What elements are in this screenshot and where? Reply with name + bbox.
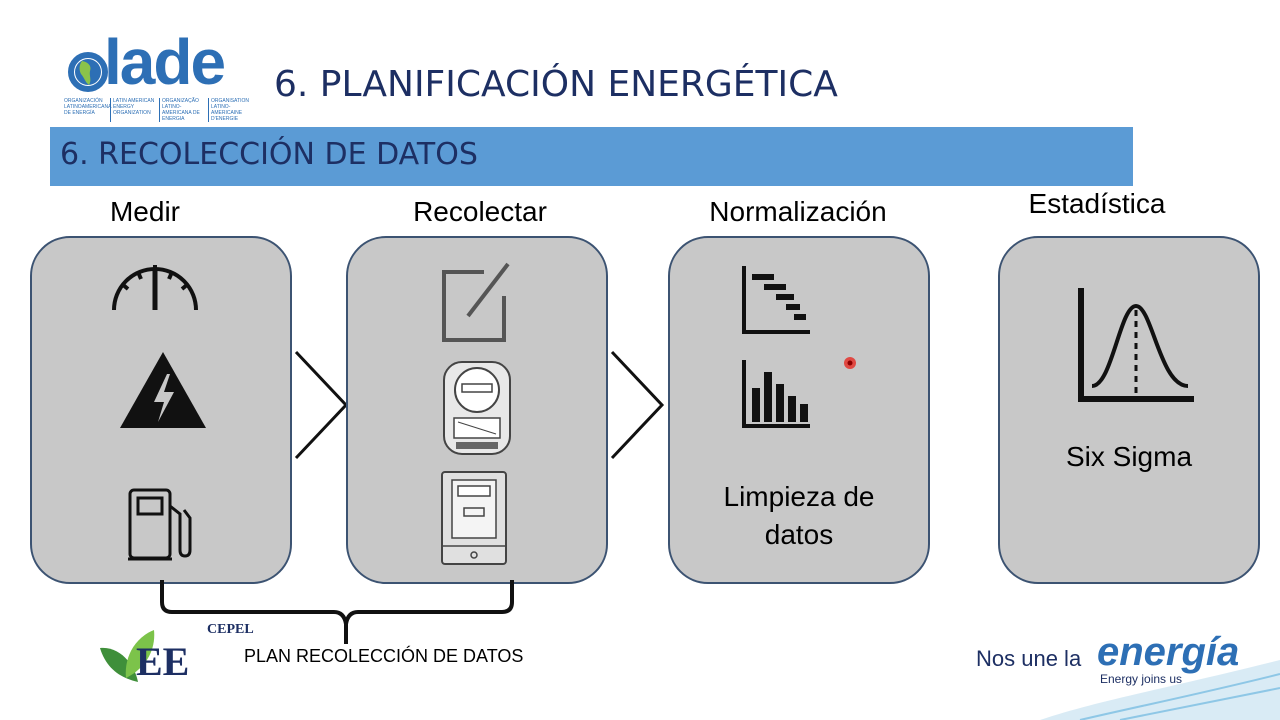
chevron-right-icon bbox=[294, 350, 349, 460]
slogan-prefix: Nos une la bbox=[976, 646, 1082, 671]
section-banner: 6. RECOLECCIÓN DE DATOS bbox=[50, 127, 1133, 186]
olade-sub-es: ORGANIZACIÓN LATINOAMERICANA DE ENERGÍA bbox=[64, 98, 112, 116]
leaf-icon bbox=[100, 630, 155, 682]
wave-decoration bbox=[1040, 660, 1280, 720]
card-text-limpieza-line-2: datos bbox=[764, 519, 834, 550]
laser-pointer-dot-icon bbox=[844, 357, 856, 369]
ee-cepel-logo: EE bbox=[98, 624, 228, 690]
olade-sub-fr: ORGANISATION LATINO-AMERICAINE D'ENERGIE bbox=[208, 98, 253, 122]
cepel-label: CEPEL bbox=[207, 622, 254, 637]
card-text-limpieza-line-1: Limpieza de bbox=[723, 481, 875, 512]
page-title: 6. PLANIFICACIÓN ENERGÉTICA bbox=[274, 64, 838, 105]
olade-sub-en: LATIN AMERICAN ENERGY ORGANIZATION bbox=[110, 98, 155, 122]
olade-subtitle: ORGANIZACIÓN LATINOAMERICANA DE ENERGÍA … bbox=[64, 98, 254, 122]
globe-icon bbox=[68, 52, 108, 92]
fuel-pump-icon bbox=[128, 488, 192, 561]
column-title-recolectar: Recolectar bbox=[413, 196, 547, 227]
olade-sub-pt: ORGANIZAÇÃO LATINO-AMERICANA DE ENERGIA bbox=[159, 98, 204, 122]
gauge-icon bbox=[112, 265, 198, 311]
group-bracket bbox=[160, 580, 514, 644]
ee-wordmark: EE bbox=[136, 639, 190, 684]
card-medir bbox=[30, 236, 292, 584]
slogan-english: Energy joins us bbox=[1100, 672, 1183, 686]
edit-icon bbox=[442, 262, 510, 342]
sorted-bars-icon bbox=[742, 266, 810, 334]
plan-label: PLAN RECOLECCIÓN DE DATOS bbox=[244, 646, 524, 666]
column-title-estadistica: Estadística bbox=[1028, 188, 1166, 219]
card-estadistica: Six Sigma bbox=[998, 236, 1260, 584]
energy-meter-icon bbox=[443, 361, 511, 455]
high-voltage-icon bbox=[120, 352, 206, 428]
olade-wordmark: lade bbox=[104, 26, 226, 98]
normal-distribution-icon bbox=[1078, 288, 1194, 402]
chevron-right-icon bbox=[610, 350, 665, 460]
card-normalizacion: Limpieza de datos bbox=[668, 236, 930, 584]
slogan-brand: energía bbox=[1097, 630, 1240, 674]
digital-meter-icon bbox=[441, 471, 507, 565]
column-title-normalizacion: Normalización bbox=[709, 196, 887, 227]
card-text-six-sigma: Six Sigma bbox=[1065, 441, 1193, 472]
section-title: 6. RECOLECCIÓN DE DATOS bbox=[60, 137, 478, 172]
column-title-medir: Medir bbox=[109, 196, 180, 227]
bar-chart-icon bbox=[742, 360, 810, 428]
card-text-limpieza: Limpieza de datos bbox=[670, 478, 928, 554]
card-recolectar bbox=[346, 236, 608, 584]
olade-logo: lade ORGANIZACIÓN LATINOAMERICANA DE ENE… bbox=[60, 30, 250, 122]
